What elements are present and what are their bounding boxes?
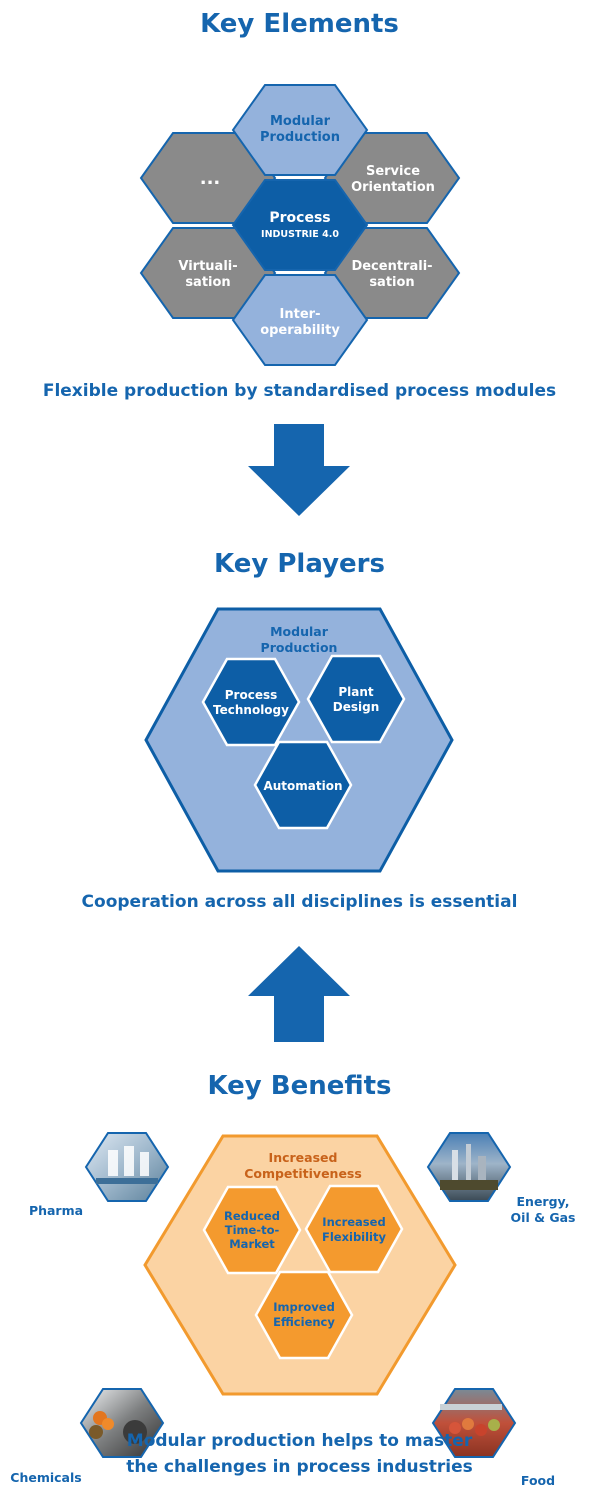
automation-label: Automation <box>263 779 342 793</box>
arrow-up-icon <box>248 946 350 1042</box>
hex-modular-label-2: Production <box>260 130 340 145</box>
hex-virtualisation-label-1: Virtuali- <box>178 259 237 274</box>
hex-interop-label-1: Inter- <box>280 307 321 322</box>
hex-interop-shape <box>231 274 369 366</box>
chemicals-label: Chemicals <box>10 1470 81 1485</box>
chemicals-image <box>79 1388 165 1458</box>
key-elements-caption: Flexible production by standardised proc… <box>43 381 556 401</box>
hex-modular-label-1: Modular <box>270 114 331 129</box>
hex-cluster <box>139 84 461 366</box>
hex-modular-shape <box>231 84 369 176</box>
efficiency-label-2: Efficiency <box>273 1315 335 1329</box>
hex-center-label-1: Process <box>269 210 330 226</box>
hex-service-label-1: Service <box>366 164 420 179</box>
benefits-outer-label-2: Competitiveness <box>244 1166 362 1181</box>
arrow-down-icon <box>248 424 350 516</box>
energy-label-1: Energy, <box>517 1194 570 1209</box>
hex-center-label-2: INDUSTRIE 4.0 <box>261 229 339 240</box>
key-benefits-title: Key Benefits <box>207 1071 391 1101</box>
benefits-caption-line-2: the challenges in process industries <box>126 1457 473 1477</box>
hex-center-shape <box>231 179 369 271</box>
pharma-label: Pharma <box>29 1203 83 1218</box>
process-technology-label-1: Process <box>225 688 278 702</box>
pharma-image <box>84 1132 170 1202</box>
hex-automation <box>253 740 353 830</box>
hex-reduced-ttm <box>202 1185 302 1275</box>
benefits-outer-label-1: Increased <box>269 1150 338 1165</box>
reduced-label-1: Reduced <box>224 1209 280 1223</box>
energy-label-2: Oil & Gas <box>511 1210 576 1225</box>
hex-decentralisation-label-1: Decentrali- <box>351 259 432 274</box>
players-outer-label-1: Modular <box>270 624 329 639</box>
hex-ellipsis-label: ... <box>200 168 221 189</box>
reduced-label-2: Time-to- <box>225 1223 280 1237</box>
flexibility-label-1: Increased <box>322 1215 385 1229</box>
efficiency-label-1: Improved <box>273 1300 335 1314</box>
hex-service-label-2: Orientation <box>351 180 435 195</box>
benefits-caption-line-1: Modular production helps to master <box>127 1431 473 1451</box>
food-image <box>431 1388 517 1458</box>
plant-design-label-1: Plant <box>338 685 374 699</box>
hex-improved-efficiency <box>254 1270 354 1360</box>
hex-virtualisation-label-2: sation <box>185 275 230 290</box>
hex-process-technology <box>201 657 301 747</box>
key-players-title: Key Players <box>214 549 385 579</box>
hex-service-shape <box>323 132 461 224</box>
players-outer-label-2: Production <box>261 640 338 655</box>
energy-image <box>426 1132 512 1202</box>
hex-increased-flexibility <box>304 1184 404 1274</box>
key-elements-title: Key Elements <box>200 9 399 39</box>
food-label: Food <box>521 1473 555 1488</box>
key-players-caption: Cooperation across all disciplines is es… <box>82 892 518 912</box>
hex-decentralisation-label-2: sation <box>369 275 414 290</box>
hex-decentralisation-shape <box>323 227 461 319</box>
hex-plant-design <box>306 654 406 744</box>
plant-design-label-2: Design <box>333 700 380 714</box>
process-technology-label-2: Technology <box>213 703 289 717</box>
flexibility-label-2: Flexibility <box>322 1230 387 1244</box>
reduced-label-3: Market <box>229 1237 275 1251</box>
hex-interop-label-2: operability <box>260 323 340 338</box>
